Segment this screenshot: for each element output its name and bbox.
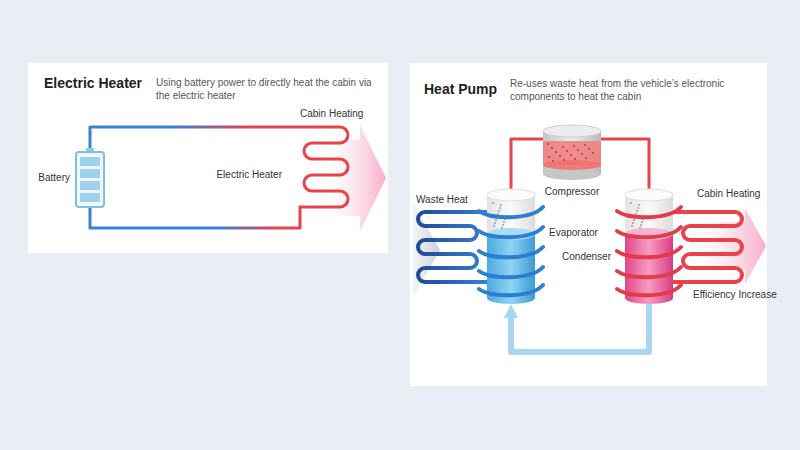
panel-description: Re-uses waste heat from the vehicle’s el… — [510, 77, 750, 103]
heater-coil: Electric Heater — [300, 127, 350, 217]
panel-ground — [410, 63, 767, 386]
panel-heading: Heat Pump — [424, 81, 497, 99]
cylinder-body — [487, 195, 535, 298]
compressor-band-edge — [543, 160, 601, 170]
heating-coil — [673, 212, 742, 282]
cylinder-top — [625, 189, 673, 201]
refrigerant-pipe — [601, 139, 649, 189]
wire — [90, 208, 300, 228]
dots — [547, 143, 594, 162]
annotation-label: Cabin Heating — [697, 188, 760, 201]
return-pipe — [511, 304, 649, 352]
part-label: Electric Heater — [216, 169, 282, 182]
annotation-label: Waste Heat — [416, 194, 468, 207]
battery-icon: Battery — [75, 148, 105, 208]
condenser: Condenser — [625, 189, 673, 304]
windings — [479, 207, 543, 295]
compressor-shape — [543, 125, 601, 180]
part-label: Battery — [38, 172, 70, 185]
refrigerant-pipe — [511, 139, 543, 189]
battery-icon-shape — [75, 148, 105, 208]
windings — [617, 207, 681, 295]
part-label: Condenser — [562, 251, 611, 264]
heater-coil-shape — [300, 127, 350, 217]
wire — [90, 127, 300, 148]
condenser-shape — [625, 189, 673, 304]
compressor-top — [543, 125, 601, 137]
panel-description: Using battery power to directly heat the… — [156, 76, 380, 102]
panel: Heat Pump Re-uses waste heat from the veh… — [410, 63, 767, 386]
panel: Electric Heater Using battery power to di… — [28, 63, 388, 253]
part-label: Evaporator — [549, 227, 598, 240]
cylinder-top — [487, 189, 535, 201]
evaporator-shape — [487, 189, 535, 304]
evaporator: Evaporator — [487, 189, 535, 304]
heater-coil — [300, 127, 348, 217]
cylinder-body — [625, 195, 673, 298]
panel-ground — [28, 63, 388, 253]
battery-cells — [80, 157, 100, 202]
panel-heading: Electric Heater — [44, 75, 142, 93]
annotation-label: Cabin Heating — [300, 108, 363, 121]
heat-arrow — [330, 125, 386, 231]
part-label: Compressor — [545, 186, 599, 199]
waste-heat-coil — [418, 212, 487, 282]
annotation-label: Efficiency Increase — [693, 289, 777, 302]
compressor: Compressor — [543, 125, 601, 180]
heat-arrow — [700, 208, 766, 284]
battery-body — [76, 152, 104, 207]
